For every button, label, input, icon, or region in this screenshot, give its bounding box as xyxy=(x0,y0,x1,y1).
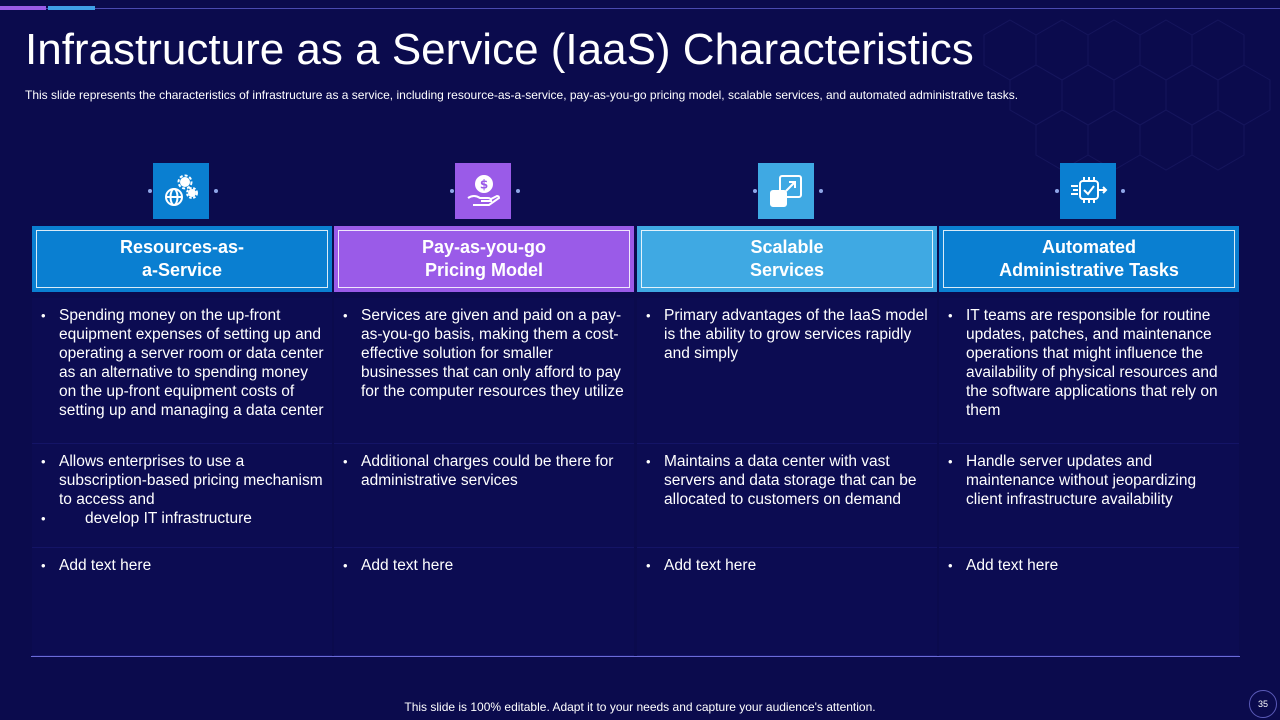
cell-row-3: Add text here xyxy=(637,548,937,656)
list-item: Add text here xyxy=(645,556,929,575)
cell-row-3: Add text here xyxy=(939,548,1239,656)
top-accent-bar xyxy=(0,0,1280,10)
list-item: Additional charges could be there for ad… xyxy=(342,452,626,490)
list-item: Add text here xyxy=(947,556,1231,575)
list-item: Handle server updates and maintenance wi… xyxy=(947,452,1231,509)
list-item: develop IT infrastructure xyxy=(40,509,324,528)
cell-row-1: IT teams are responsible for routine upd… xyxy=(939,298,1239,444)
list-item: Add text here xyxy=(40,556,324,575)
scale-expand-icon xyxy=(758,163,814,219)
list-item: Services are given and paid on a pay-as-… xyxy=(342,306,626,401)
list-item: Maintains a data center with vast server… xyxy=(645,452,929,509)
cell-row-1: Services are given and paid on a pay-as-… xyxy=(334,298,634,444)
cell-row-1: Spending money on the up-front equipment… xyxy=(32,298,332,444)
cell-row-2: Maintains a data center with vast server… xyxy=(637,444,937,548)
slide-subtitle: This slide represents the characteristic… xyxy=(25,88,1019,102)
footer-note: This slide is 100% editable. Adapt it to… xyxy=(404,700,876,714)
cell-row-2: Handle server updates and maintenance wi… xyxy=(939,444,1239,548)
column-header: Resources-as-a-Service xyxy=(32,226,332,292)
list-item: Allows enterprises to use a subscription… xyxy=(40,452,324,509)
list-item: IT teams are responsible for routine upd… xyxy=(947,306,1231,420)
list-item: Spending money on the up-front equipment… xyxy=(40,306,324,420)
svg-text:$: $ xyxy=(480,178,488,192)
automation-chip-icon xyxy=(1060,163,1116,219)
cell-row-3: Add text here xyxy=(334,548,634,656)
list-item: Primary advantages of the IaaS model is … xyxy=(645,306,929,363)
list-item: Add text here xyxy=(342,556,626,575)
cell-row-3: Add text here xyxy=(32,548,332,656)
cell-row-1: Primary advantages of the IaaS model is … xyxy=(637,298,937,444)
gears-globe-icon xyxy=(153,163,209,219)
hand-coin-icon: $ xyxy=(455,163,511,219)
bottom-divider xyxy=(31,656,1240,657)
cell-row-2: Allows enterprises to use a subscription… xyxy=(32,444,332,548)
slide-title: Infrastructure as a Service (IaaS) Chara… xyxy=(25,25,974,74)
page-number: 35 xyxy=(1249,690,1277,718)
column-resources-as-a-service: Resources-as-a-Service Spending money on… xyxy=(32,160,332,660)
cell-row-2: Additional charges could be there for ad… xyxy=(334,444,634,548)
